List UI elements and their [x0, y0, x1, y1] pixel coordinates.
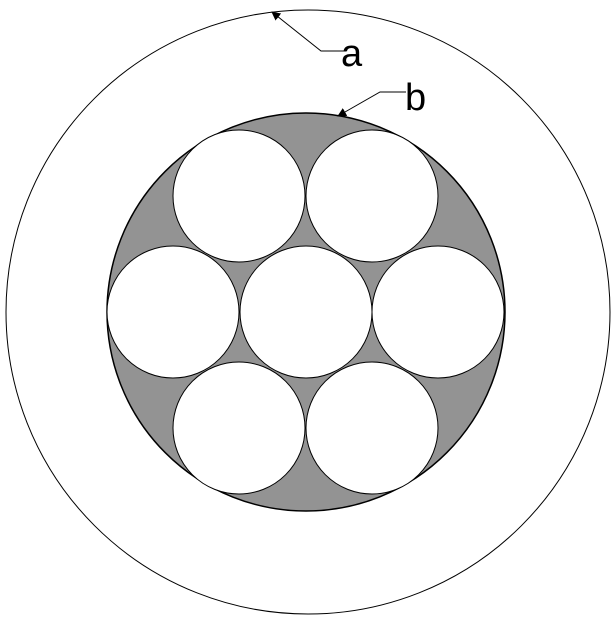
wire-right: [371, 245, 505, 379]
callout-leader-b: [337, 91, 406, 117]
callout-label-b: b: [405, 77, 426, 119]
wire-bottom-left: [172, 361, 306, 495]
wire-top-left: [172, 129, 306, 263]
wire-group: [106, 129, 505, 495]
wire-top-right: [305, 129, 439, 263]
wire-bottom-right: [305, 361, 439, 495]
callout-label-a: a: [341, 33, 363, 75]
wire-center: [239, 245, 373, 379]
wire-left: [106, 245, 240, 379]
callout-leader-a: [271, 11, 346, 52]
